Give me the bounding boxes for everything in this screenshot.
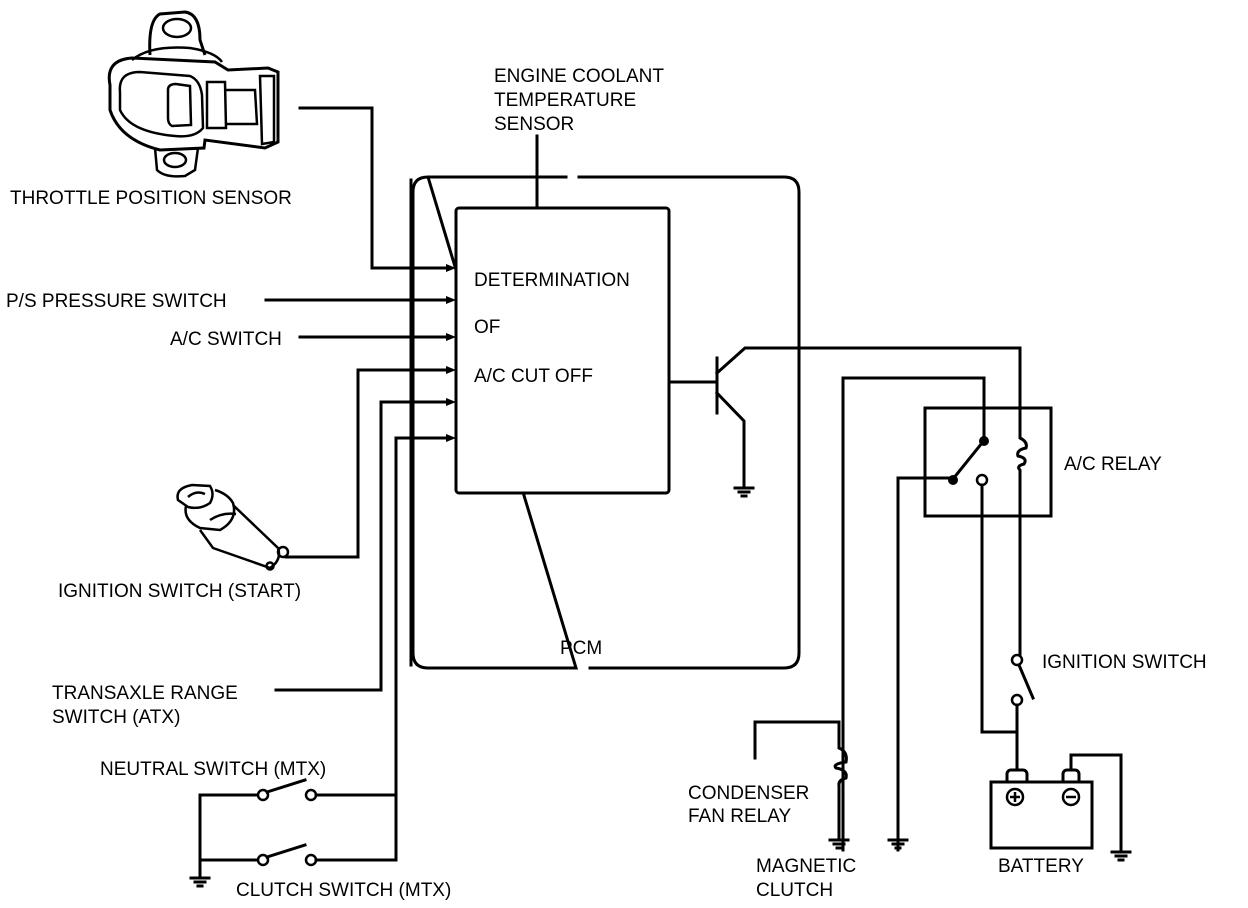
condenser-fan-relay-wire <box>753 720 848 840</box>
trs-wire <box>274 400 450 692</box>
clutch-switch-label: CLUTCH SWITCH (MTX) <box>236 880 451 901</box>
trs-label-line-2: SWITCH (ATX) <box>52 707 180 728</box>
ac-relay-box <box>923 406 1053 518</box>
neutral-switch-label: NEUTRAL SWITCH (MTX) <box>100 759 326 780</box>
ect-label-line-2: TEMPERATURE <box>494 90 636 111</box>
condenser-fan-relay-label-line-2: FAN RELAY <box>688 806 791 827</box>
tps-wire <box>298 106 450 270</box>
ac-relay-label: A/C RELAY <box>1064 454 1162 475</box>
input-arrows <box>446 264 456 442</box>
pcm-label: PCM <box>560 638 602 659</box>
ground-icon <box>1110 850 1132 862</box>
ground-icon <box>887 838 909 850</box>
ect-label-line-3: SENSOR <box>494 114 574 135</box>
logic-line-3: A/C CUT OFF <box>474 366 593 387</box>
ect-label-line-1: ENGINE COOLANT <box>494 66 664 87</box>
transistor-icon <box>667 346 1022 487</box>
ps-switch-label: P/S PRESSURE SWITCH <box>6 291 227 312</box>
tps-label: THROTTLE POSITION SENSOR <box>10 188 292 209</box>
throttle-position-sensor-icon <box>107 10 280 178</box>
ign-start-label: IGNITION SWITCH (START) <box>58 581 301 602</box>
battery-icon <box>989 753 1123 854</box>
magnetic-clutch-label-line-2: CLUTCH <box>756 880 833 901</box>
trs-label-line-1: TRANSAXLE RANGE <box>52 683 238 704</box>
neutral-switch <box>198 778 398 802</box>
pcm-frame <box>411 175 801 670</box>
clutch-switch <box>198 793 398 867</box>
ac-switch-label: A/C SWITCH <box>170 329 282 350</box>
ground-icon <box>189 876 211 888</box>
determination-block <box>454 206 671 495</box>
relay-coil-icon <box>1016 346 1028 662</box>
condenser-fan-relay-label-line-1: CONDENSER <box>688 783 809 804</box>
ground-icon <box>828 838 850 850</box>
logic-line-2: OF <box>474 317 500 338</box>
logic-line-1: DETERMINATION <box>474 270 630 291</box>
mtx-wire <box>394 436 450 797</box>
ign-start-wire <box>284 368 450 559</box>
ground-icon <box>733 486 755 498</box>
battery-label: BATTERY <box>998 856 1084 877</box>
magnetic-clutch-label-line-1: MAGNETIC <box>756 856 856 877</box>
ignition-switch-icon <box>176 483 290 571</box>
main-ignition-switch <box>1010 653 1035 774</box>
ignition-switch-label: IGNITION SWITCH <box>1042 652 1207 673</box>
relay-contacts <box>841 376 1019 852</box>
input-wires <box>264 106 450 797</box>
